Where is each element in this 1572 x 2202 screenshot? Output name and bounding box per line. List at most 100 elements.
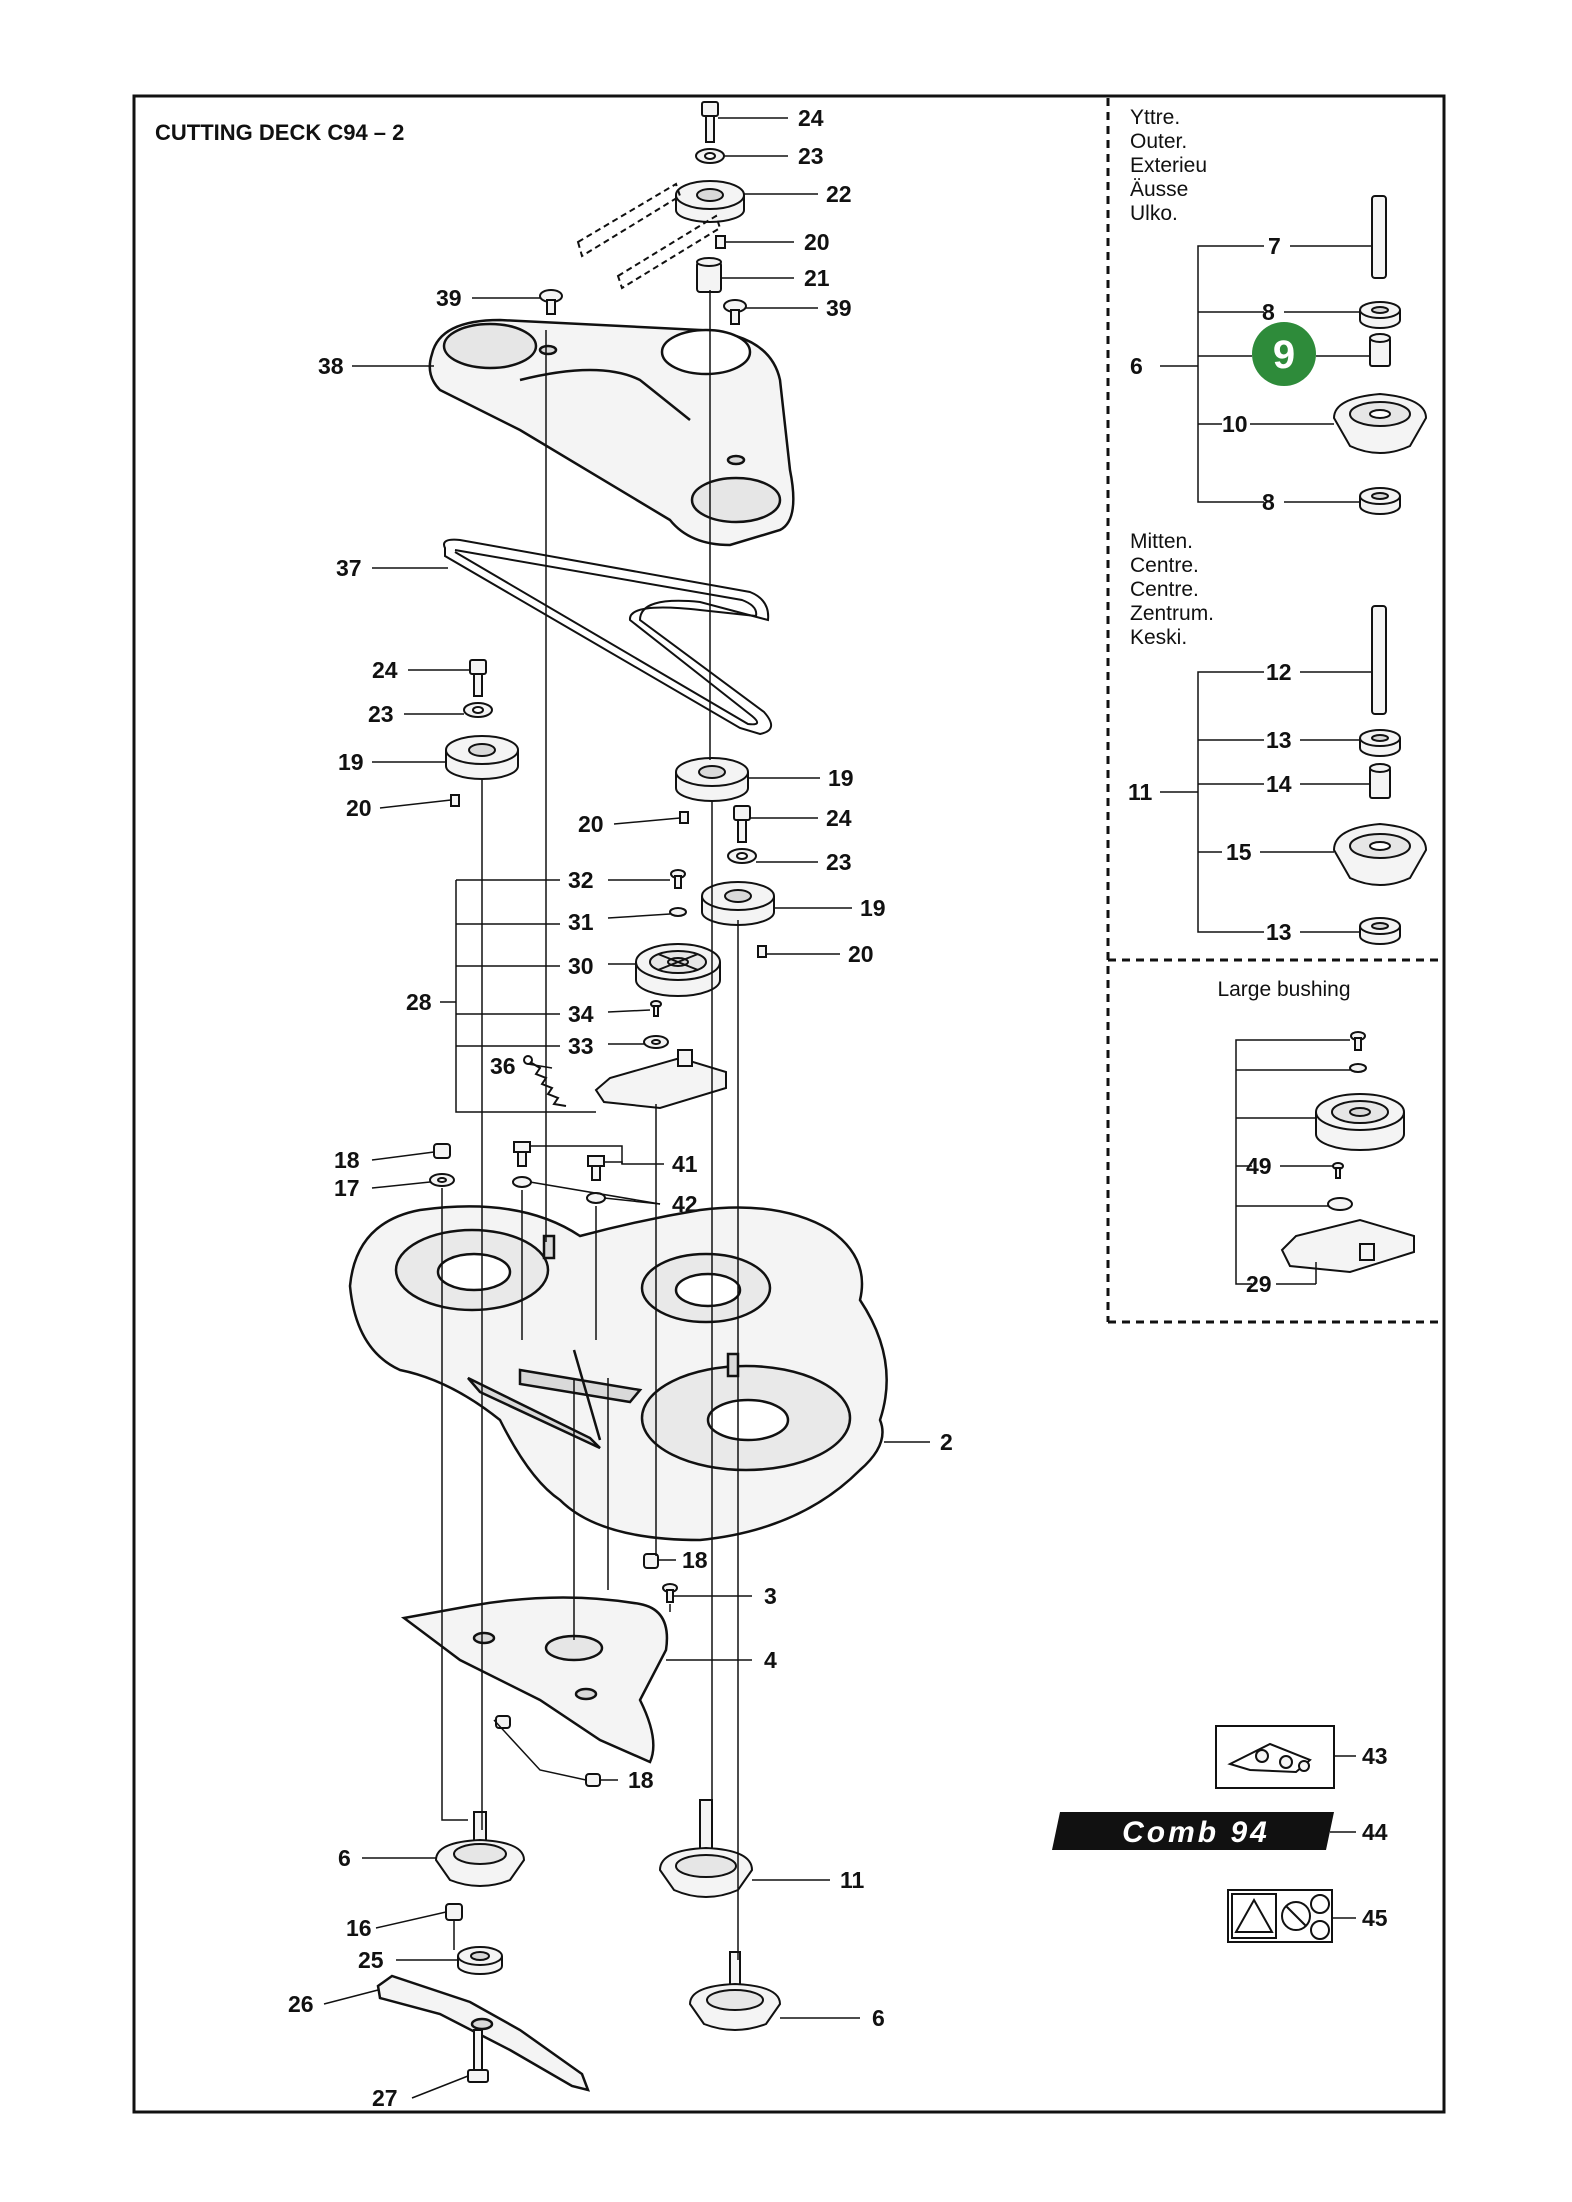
callout-18: 18 bbox=[334, 1147, 360, 1173]
decal-43 bbox=[1215, 1725, 1335, 1789]
callout-24: 24 bbox=[372, 657, 398, 683]
callout-7: 7 bbox=[1268, 233, 1281, 259]
callout-13: 13 bbox=[1266, 919, 1292, 945]
large-bushing-parts bbox=[1280, 1031, 1415, 1274]
callout-2: 2 bbox=[940, 1429, 953, 1455]
highlight-badge-9: 9 bbox=[1252, 322, 1316, 386]
callout-22: 22 bbox=[826, 181, 852, 207]
callout-39: 39 bbox=[826, 295, 852, 321]
callout-36: 36 bbox=[490, 1053, 516, 1079]
part-housing-10 bbox=[1332, 392, 1428, 454]
callout-23: 23 bbox=[798, 143, 824, 169]
part-bolt-49 bbox=[1332, 1162, 1344, 1179]
callout-21: 21 bbox=[804, 265, 830, 291]
centre-label-line: Keski. bbox=[1130, 626, 1187, 649]
highlight-circle bbox=[1252, 322, 1316, 386]
part-bearing-8-bottom bbox=[1359, 487, 1401, 515]
part-spring-36 bbox=[523, 1055, 567, 1107]
part-nut-18-a bbox=[495, 1715, 511, 1729]
part-bolt-24-right bbox=[733, 805, 751, 843]
outer-callouts: 7 8 6 10 8 bbox=[1130, 233, 1281, 515]
centre-label-line: Centre. bbox=[1130, 554, 1199, 577]
centre-group-label: Mitten. Centre. Centre. Zentrum. Keski. bbox=[1130, 530, 1214, 649]
callout-11: 11 bbox=[840, 1867, 865, 1893]
callout-43: 43 bbox=[1362, 1743, 1388, 1769]
outer-label-line: Ulko. bbox=[1130, 202, 1178, 225]
callout-39: 39 bbox=[436, 285, 462, 311]
part-bearing-13-top bbox=[1359, 729, 1401, 757]
callout-38: 38 bbox=[318, 353, 344, 379]
decal-44-logo: Comb 94 bbox=[1052, 1812, 1334, 1850]
callout-19: 19 bbox=[338, 749, 364, 775]
callout-27: 27 bbox=[372, 2085, 398, 2111]
part-nut-18-top bbox=[433, 1143, 451, 1159]
callout-24: 24 bbox=[826, 805, 852, 831]
callout-32: 32 bbox=[568, 867, 594, 893]
dashed-belt-guides bbox=[576, 182, 722, 290]
part-washer-23-top bbox=[695, 148, 725, 164]
part-shaft-7 bbox=[1371, 195, 1387, 279]
part-pulley-19-left bbox=[445, 735, 519, 780]
part-key-20-top bbox=[715, 235, 726, 249]
callout-33: 33 bbox=[568, 1033, 594, 1059]
part-nut-18-b bbox=[585, 1773, 601, 1787]
part-pulley-19-right bbox=[701, 881, 775, 926]
part-cutting-deck-2 bbox=[348, 1205, 888, 1542]
leader-lines bbox=[323, 117, 930, 2099]
callout-34: 34 bbox=[568, 1001, 594, 1027]
callout-20: 20 bbox=[578, 811, 604, 837]
decal-45-warning bbox=[1227, 1889, 1333, 1943]
callout-3: 3 bbox=[764, 1583, 777, 1609]
callout-41: 41 bbox=[672, 1151, 698, 1177]
part-bolt-34 bbox=[650, 1000, 662, 1017]
part-spindle-6-right bbox=[688, 1951, 782, 2031]
part-washer-31 bbox=[669, 907, 687, 917]
part-spacer-14 bbox=[1369, 763, 1391, 799]
part-bolt-39-left bbox=[539, 289, 563, 315]
part-bearing-25 bbox=[457, 1946, 503, 1975]
part-belt-cover-38 bbox=[428, 318, 795, 547]
part-washer-17 bbox=[429, 1173, 455, 1187]
part-arm-29 bbox=[1280, 1218, 1415, 1274]
part-bolt-27 bbox=[467, 2029, 489, 2083]
large-bushing-leaders bbox=[1235, 1039, 1350, 1285]
callout-6: 6 bbox=[338, 1845, 351, 1871]
callout-12: 12 bbox=[1266, 659, 1292, 685]
part-washer-23-left bbox=[463, 702, 493, 718]
part-bolt-41-a bbox=[513, 1141, 531, 1167]
part-bearing-13-bottom bbox=[1359, 917, 1401, 945]
callout-11: 11 bbox=[1128, 779, 1153, 805]
part-bolt-39-right bbox=[723, 299, 747, 325]
callout-6: 6 bbox=[872, 2005, 885, 2031]
part-bolt-3 bbox=[662, 1583, 678, 1603]
part-belt-37 bbox=[443, 538, 772, 736]
callout-44: 44 bbox=[1362, 1819, 1388, 1845]
part-bolt-41-b bbox=[587, 1155, 605, 1181]
callout-10: 10 bbox=[1222, 411, 1248, 437]
safety-symbol-icon bbox=[1310, 1894, 1330, 1914]
callout-20: 20 bbox=[346, 795, 372, 821]
page-frame bbox=[132, 94, 1446, 2114]
part-washer-lb bbox=[1349, 1063, 1367, 1073]
callout-20: 20 bbox=[804, 229, 830, 255]
callout-49: 49 bbox=[1246, 1153, 1272, 1179]
warning-triangle-icon bbox=[1234, 1897, 1274, 1933]
callout-20: 20 bbox=[848, 941, 874, 967]
logo-plate bbox=[1052, 1812, 1334, 1850]
callout-8: 8 bbox=[1262, 299, 1275, 325]
part-bolt-32 bbox=[670, 869, 686, 889]
callout-30: 30 bbox=[568, 953, 594, 979]
callout-19: 19 bbox=[828, 765, 854, 791]
outer-leaders bbox=[1160, 245, 1372, 503]
callout-29: 29 bbox=[1246, 1271, 1272, 1297]
part-pulley-22 bbox=[675, 180, 745, 223]
outer-label-line: Outer. bbox=[1130, 130, 1187, 153]
callout-6: 6 bbox=[1130, 353, 1143, 379]
callout-45: 45 bbox=[1362, 1905, 1388, 1931]
outer-group-label: Yttre. Outer. Exterieu Äusse Ulko. bbox=[1130, 106, 1207, 225]
page-title: CUTTING DECK C94 – 2 bbox=[155, 120, 404, 145]
outer-label-line: Äusse bbox=[1130, 178, 1188, 201]
part-shaft-12 bbox=[1371, 605, 1387, 715]
centre-leaders bbox=[1160, 671, 1372, 933]
